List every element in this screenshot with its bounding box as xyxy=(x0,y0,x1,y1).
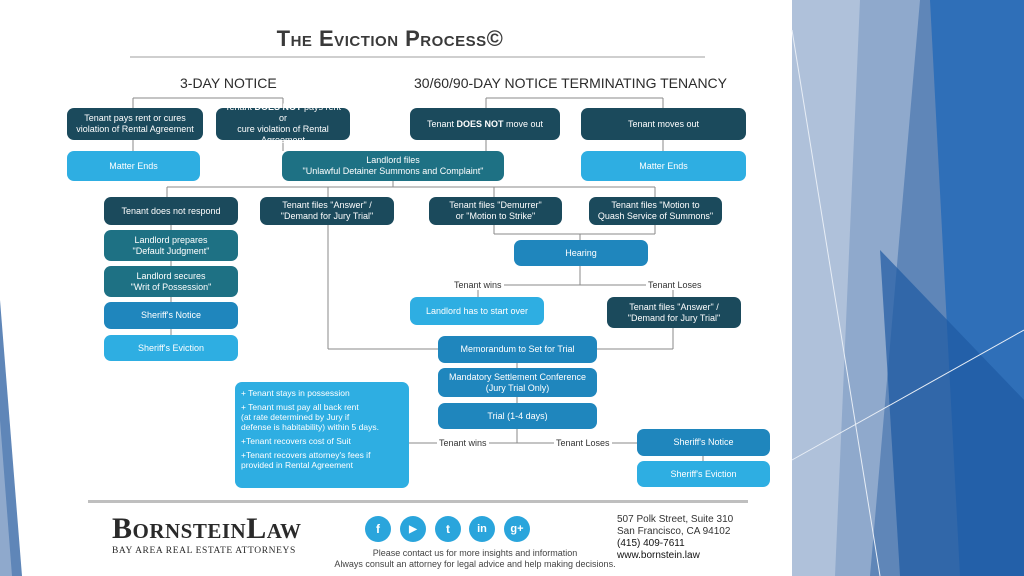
page-title: The Eviction Process© xyxy=(276,26,504,51)
node-tenant-moves-out: Tenant moves out xyxy=(581,108,746,140)
address-block: 507 Polk Street, Suite 310 San Francisco… xyxy=(617,514,734,561)
node-matter-ends-left: Matter Ends xyxy=(67,151,200,181)
node-hearing: Hearing xyxy=(514,240,648,266)
linkedin-icon[interactable]: in xyxy=(469,516,495,542)
node-settlement-conference: Mandatory Settlement Conference (Jury Tr… xyxy=(438,368,597,397)
node-tenant-does-not-move-out: Tenant DOES NOT move out xyxy=(410,108,560,140)
footer-divider xyxy=(88,500,748,503)
node-default-judgment: Landlord prepares "Default Judgment" xyxy=(104,230,238,261)
label-hearing-tenant-wins: Tenant wins xyxy=(452,280,504,290)
node-sheriffs-eviction-left: Sheriff's Eviction xyxy=(104,335,238,361)
bornstein-law-logo: BornsteinLaw BAY AREA REAL ESTATE ATTORN… xyxy=(112,512,302,557)
node-landlord-start-over: Landlord has to start over xyxy=(410,297,544,325)
node-landlord-files-ud: Landlord files "Unlawful Detainer Summon… xyxy=(282,151,504,181)
contact-text: Please contact us for more insights and … xyxy=(334,548,616,569)
section-30-60-90-day-notice: 30/60/90-DAY NOTICE TERMINATING TENANCY xyxy=(414,75,728,91)
node-tenant-does-not-respond: Tenant does not respond xyxy=(104,197,238,225)
youtube-icon[interactable]: ▶ xyxy=(400,516,426,542)
node-sheriffs-eviction-right: Sheriff's Eviction xyxy=(637,461,770,487)
node-tenant-files-answer: Tenant files "Answer" / "Demand for Jury… xyxy=(260,197,394,225)
node-sheriffs-notice-right: Sheriff's Notice xyxy=(637,429,770,456)
outcome-item: +Tenant recovers cost of Suit xyxy=(241,436,351,446)
google-plus-icon[interactable]: g+ xyxy=(504,516,530,542)
outcome-item: + Tenant stays in possession xyxy=(241,388,350,398)
facebook-icon[interactable]: f xyxy=(365,516,391,542)
node-trial: Trial (1-4 days) xyxy=(438,403,597,429)
node-tenant-files-demurrer: Tenant files "Demurrer" or "Motion to St… xyxy=(429,197,562,225)
twitter-icon[interactable]: t xyxy=(435,516,461,542)
outcome-item: + Tenant must pay all back rent (at rate… xyxy=(241,402,379,432)
section-3-day-notice: 3-DAY NOTICE xyxy=(180,75,277,91)
tenant-wins-outcomes: + Tenant stays in possession + Tenant mu… xyxy=(235,382,409,488)
node-memorandum: Memorandum to Set for Trial xyxy=(438,336,597,363)
label-trial-tenant-loses: Tenant Loses xyxy=(554,438,612,448)
outcome-item: +Tenant recovers attorney's fees if prov… xyxy=(241,450,371,470)
label-trial-tenant-wins: Tenant wins xyxy=(437,438,489,448)
node-tenant-files-answer-2: Tenant files "Answer" / "Demand for Jury… xyxy=(607,297,741,328)
node-sheriffs-notice-left: Sheriff's Notice xyxy=(104,302,238,329)
node-tenant-files-quash: Tenant files "Motion to Quash Service of… xyxy=(589,197,722,225)
label-hearing-tenant-loses: Tenant Loses xyxy=(646,280,704,290)
node-writ-of-possession: Landlord secures "Writ of Possession" xyxy=(104,266,238,297)
website-link[interactable]: www.bornstein.law xyxy=(617,550,700,561)
node-matter-ends-right: Matter Ends xyxy=(581,151,746,181)
node-tenant-pays-rent: Tenant pays rent or cures violation of R… xyxy=(67,108,203,140)
node-tenant-does-not-pay: Tenant DOES NOT pays rent or cure violat… xyxy=(216,102,350,145)
